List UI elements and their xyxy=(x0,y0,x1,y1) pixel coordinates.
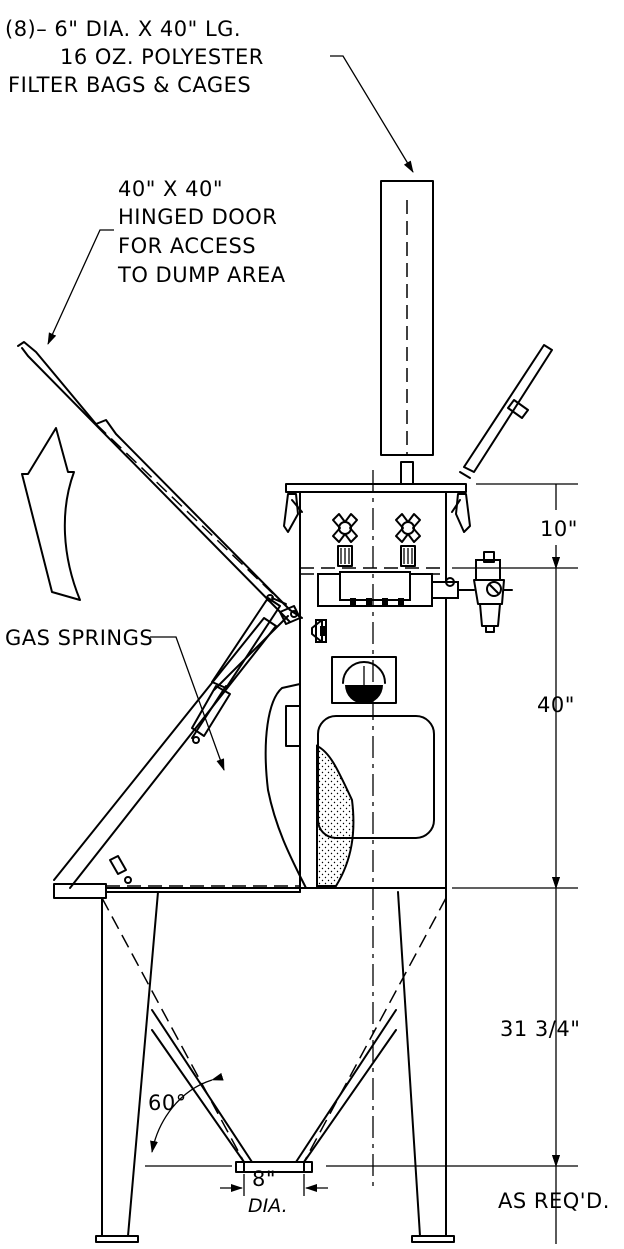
door-note-line-3: FOR ACCESS xyxy=(118,234,256,258)
filter-note-line-3: FILTER BAGS & CAGES xyxy=(8,73,251,97)
filter-bag xyxy=(380,180,434,456)
pulse-valve-right xyxy=(395,513,421,567)
hinge-bracket xyxy=(279,605,301,625)
dust-pile xyxy=(316,744,355,887)
pressure-gauge xyxy=(331,656,397,704)
door-note-line-4: TO DUMP AREA xyxy=(117,263,286,287)
body-side xyxy=(264,609,307,889)
angle-label: 60° xyxy=(148,1091,187,1115)
door-closed xyxy=(53,617,277,889)
filter-regulator xyxy=(457,551,513,633)
filter-note-line-2: 16 OZ. POLYESTER xyxy=(60,45,264,69)
dim-top-section: 10" xyxy=(540,517,578,541)
hinged-door xyxy=(17,341,303,623)
gas-spring-upper xyxy=(191,594,287,739)
pulse-valve-left xyxy=(332,513,358,567)
dim-body-height: 40" xyxy=(537,693,575,717)
cover-lid xyxy=(459,344,553,479)
angle-dimension: 60° xyxy=(145,1072,232,1167)
drain-valve xyxy=(311,619,327,643)
gas-springs-label: GAS SPRINGS xyxy=(5,626,153,650)
door-note-line-1: 40" X 40" xyxy=(118,177,223,201)
filter-note-line-1: (8)– 6" DIA. X 40" LG. xyxy=(5,17,241,41)
dimension-lines xyxy=(326,483,578,1244)
door-note: 40" X 40" HINGED DOOR FOR ACCESS TO DUMP… xyxy=(117,177,286,287)
door-note-leader xyxy=(47,229,114,345)
outlet-dimension: 8" DIA. xyxy=(220,1167,328,1217)
filter-bag-note: (8)– 6" DIA. X 40" LG. 16 OZ. POLYESTER … xyxy=(5,17,264,97)
door-note-line-2: HINGED DOOR xyxy=(118,205,277,229)
air-manifold xyxy=(317,571,473,607)
filter-note-leader xyxy=(330,55,414,173)
top-cover xyxy=(283,461,471,889)
leg-feet xyxy=(95,1235,455,1243)
dim-hopper-height: 31 3/4" xyxy=(500,1017,580,1041)
gas-springs-leader xyxy=(150,636,225,771)
dump-tray xyxy=(53,883,447,899)
outlet-size-label: 8" xyxy=(252,1167,276,1191)
open-direction-arrow xyxy=(21,427,81,601)
gas-spring-lower xyxy=(191,615,289,744)
outlet-dia-label: DIA. xyxy=(248,1195,288,1217)
dim-leg-height: AS REQ'D. xyxy=(498,1189,610,1213)
